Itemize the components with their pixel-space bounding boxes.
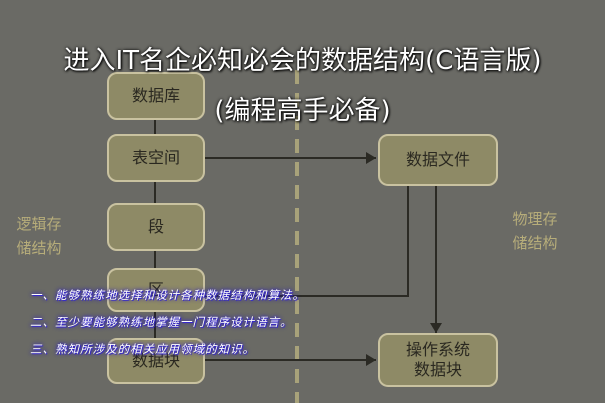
box-data-block: 数据块 (107, 338, 205, 384)
note-item-3: 三、熟知所涉及的相关应用领域的知识。 (30, 342, 255, 356)
box-extent: 区 (107, 268, 205, 312)
title-line-2: (编程高手必备) (214, 96, 391, 126)
box-data-block-label: 数据块 (131, 351, 180, 370)
box-data-file: 数据文件 (378, 134, 498, 186)
arrow-head-icon (366, 354, 376, 366)
physical-storage-label-line1: 物理存 (512, 210, 558, 228)
title-line-1: 进入IT名企必知必会的数据结构(C语言版) (63, 46, 542, 76)
physical-storage-label: 物理存 储结构 (500, 207, 570, 255)
extent-to-datafile-line (205, 186, 409, 297)
box-database: 数据库 (107, 72, 205, 120)
box-tablespace-label: 表空间 (131, 148, 180, 167)
arrow-head-icon (366, 152, 376, 164)
physical-storage-label-line2: 储结构 (512, 234, 558, 252)
box-os-data-block-line1: 操作系统 (405, 340, 470, 359)
note-item-2: 二、至少要能够熟练地掌握一门程序设计语言。 (30, 315, 293, 329)
box-database-label: 数据库 (131, 86, 180, 105)
note-item-1: 一、能够熟练地选择和设计各种数据结构和算法。 (30, 288, 305, 302)
box-segment-label: 段 (147, 217, 164, 236)
box-os-data-block-line2: 数据块 (413, 360, 462, 379)
logical-storage-label-line2: 储结构 (16, 239, 62, 257)
box-segment: 段 (107, 203, 205, 251)
box-data-file-label: 数据文件 (405, 150, 470, 169)
logical-storage-label-line1: 逻辑存 (16, 215, 62, 233)
logical-storage-label: 逻辑存 储结构 (4, 212, 74, 260)
box-os-data-block: 操作系统 数据块 (378, 333, 498, 387)
box-tablespace: 表空间 (107, 134, 205, 182)
box-extent-label: 区 (147, 280, 164, 299)
arrow-head-icon (430, 323, 442, 333)
